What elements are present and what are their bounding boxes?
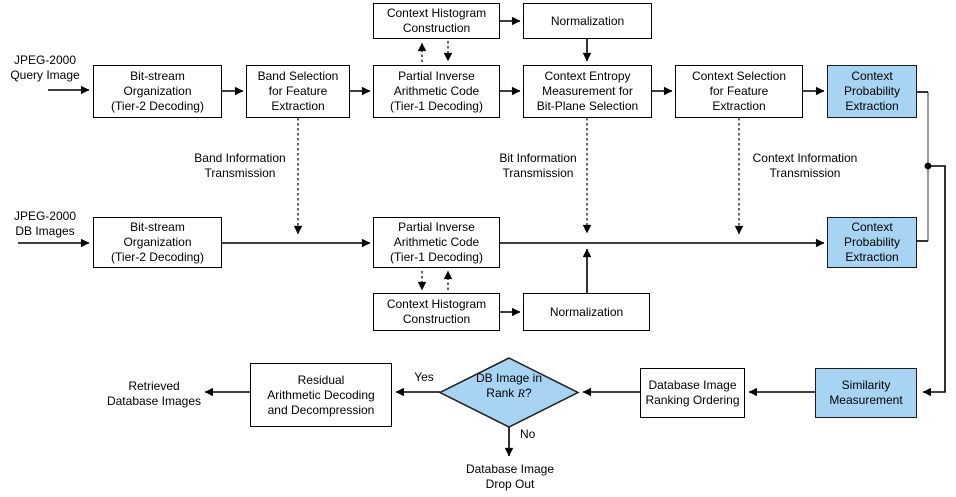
diamond-suffix: ? bbox=[525, 386, 532, 400]
box-normalization-query: Normalization bbox=[523, 3, 652, 39]
junction-dot bbox=[924, 162, 932, 170]
label-retrieved-database-images: Retrieved Database Images bbox=[106, 379, 202, 408]
label-context-information-transmission: Context Information Transmission bbox=[752, 151, 858, 180]
box-normalization-db: Normalization bbox=[523, 293, 650, 331]
label-no: No bbox=[520, 427, 536, 441]
decision-diamond-label: DB Image in Rank R? bbox=[440, 371, 578, 401]
box-partial-inverse-query: Partial Inverse Arithmetic Code (Tier-1 … bbox=[373, 65, 500, 118]
diamond-rank-prefix: Rank bbox=[486, 386, 518, 400]
box-similarity-measurement: Similarity Measurement bbox=[815, 368, 917, 418]
label-jpeg2000-db-images: JPEG-2000 DB Images bbox=[13, 209, 77, 238]
box-context-probability-query: Context Probability Extraction bbox=[827, 65, 917, 118]
label-bit-information-transmission: Bit Information Transmission bbox=[499, 151, 577, 180]
diamond-line1: DB Image in bbox=[475, 371, 543, 385]
box-database-ranking: Database Image Ranking Ordering bbox=[640, 368, 745, 418]
label-jpeg2000-query-image: JPEG-2000 Query Image bbox=[10, 53, 80, 82]
box-context-histogram-db: Context Histogram Construction bbox=[373, 293, 500, 331]
label-database-image-drop-out: Database Image Drop Out bbox=[465, 462, 555, 491]
diamond-rank-variable: R bbox=[517, 386, 525, 400]
box-partial-inverse-db: Partial Inverse Arithmetic Code (Tier-1 … bbox=[373, 217, 500, 268]
decision-diamond-shape bbox=[438, 357, 580, 428]
label-yes: Yes bbox=[414, 370, 434, 384]
box-context-histogram-query: Context Histogram Construction bbox=[373, 3, 500, 39]
box-band-selection: Band Selection for Feature Extraction bbox=[246, 65, 350, 118]
box-bitstream-organization-db: Bit-stream Organization (Tier-2 Decoding… bbox=[93, 217, 222, 268]
box-context-selection: Context Selection for Feature Extraction bbox=[675, 65, 803, 118]
label-band-information-transmission: Band Information Transmission bbox=[194, 151, 286, 180]
box-residual-decoding: Residual Arithmetic Decoding and Decompr… bbox=[250, 363, 392, 427]
box-bitstream-organization-query: Bit-stream Organization (Tier-2 Decoding… bbox=[93, 65, 222, 118]
box-context-probability-db: Context Probability Extraction bbox=[827, 217, 917, 268]
arrow-junction-to-similarity bbox=[922, 165, 946, 397]
box-context-entropy: Context Entropy Measurement for Bit-Plan… bbox=[523, 65, 652, 118]
